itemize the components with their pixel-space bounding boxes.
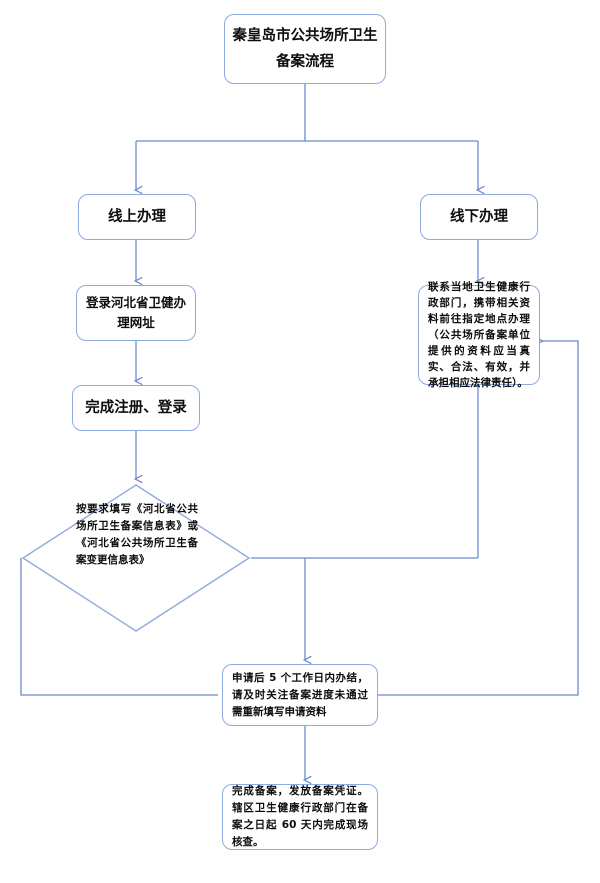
node-filing-complete-label: 完成备案，发放备案凭证。辖区卫生健康行政部门在备案之日起 60 天内完成现场核查… xyxy=(232,785,368,848)
node-offline-detail-label: 联系当地卫生健康行政部门，携带相关资料前往指定地点办理（公共场所备案单位提供的资… xyxy=(428,281,530,389)
node-title[interactable]: 秦皇岛市公共场所卫生备案流程 xyxy=(224,14,386,84)
edge-apply-feedback xyxy=(378,341,579,696)
node-title-label: 秦皇岛市公共场所卫生备案流程 xyxy=(232,28,378,70)
node-filing-complete[interactable]: 完成备案，发放备案凭证。辖区卫生健康行政部门在备案之日起 60 天内完成现场核查… xyxy=(222,784,378,850)
node-offline-handling-label: 线下办理 xyxy=(450,209,508,225)
node-complete-registration[interactable]: 完成注册、登录 xyxy=(72,385,200,431)
node-fill-form-decision[interactable]: 按要求填写《河北省公共场所卫生备案信息表》或《河北省公共场所卫生备案变更信息表》 xyxy=(21,483,251,633)
node-online-handling-label: 线上办理 xyxy=(108,209,166,225)
node-offline-detail[interactable]: 联系当地卫生健康行政部门，携带相关资料前往指定地点办理（公共场所备案单位提供的资… xyxy=(418,281,540,389)
node-complete-registration-label: 完成注册、登录 xyxy=(85,400,187,416)
node-login-website[interactable]: 登录河北省卫健办理网址 xyxy=(76,285,196,341)
node-online-handling[interactable]: 线上办理 xyxy=(78,194,196,240)
node-login-website-label: 登录河北省卫健办理网址 xyxy=(85,295,186,330)
node-fill-form-decision-label: 按要求填写《河北省公共场所卫生备案信息表》或《河北省公共场所卫生备案变更信息表》 xyxy=(76,503,198,566)
node-application-processing-label: 申请后 5 个工作日内办结，请及时关注备案进度未通过需重新填写申请资料 xyxy=(232,671,368,718)
node-offline-handling[interactable]: 线下办理 xyxy=(420,194,538,240)
node-application-processing[interactable]: 申请后 5 个工作日内办结，请及时关注备案进度未通过需重新填写申请资料 xyxy=(222,664,378,726)
